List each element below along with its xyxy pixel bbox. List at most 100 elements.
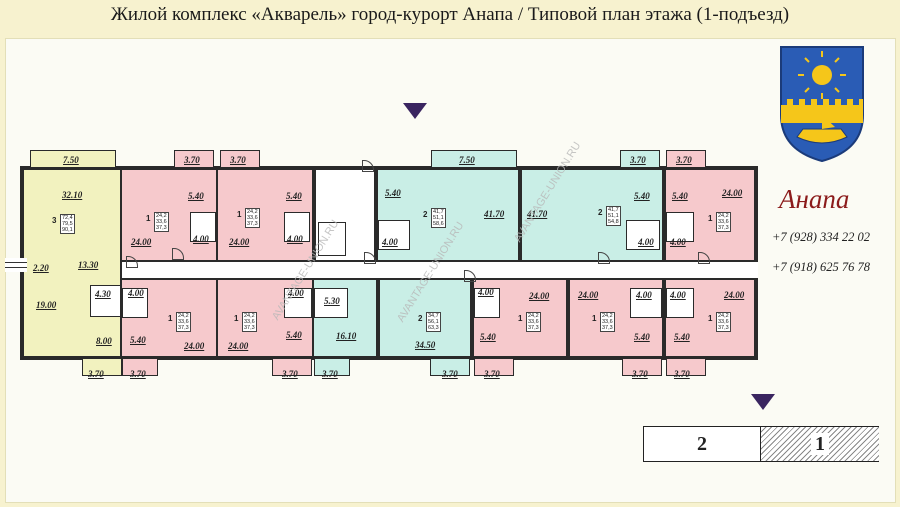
- area-label: 4.00: [382, 237, 398, 247]
- area-label: 2.20: [33, 263, 49, 273]
- area-label: 24.00: [184, 341, 205, 351]
- area-label: 24.00: [229, 237, 250, 247]
- elevator-shaft: [318, 222, 346, 256]
- area-label: 4.00: [670, 237, 686, 247]
- bathroom: [666, 212, 694, 242]
- door-swing-icon: [126, 256, 138, 268]
- stairs: [5, 258, 27, 272]
- balcony: [30, 150, 116, 168]
- area-label: 5.40: [634, 332, 650, 342]
- balcony: [666, 150, 706, 168]
- area-label: 4.00: [478, 287, 494, 297]
- apartment-3-room[interactable]: [22, 168, 122, 358]
- apartment-studio[interactable]: [312, 278, 378, 358]
- area-label: 41.70: [527, 209, 548, 219]
- balcony: [314, 358, 350, 376]
- area-label: 3.70: [88, 369, 104, 379]
- area-label: 5.40: [634, 191, 650, 201]
- balcony: [431, 150, 517, 168]
- area-label: 3.70: [442, 369, 458, 379]
- area-label: 4.00: [288, 288, 304, 298]
- area-label: 3.70: [632, 369, 648, 379]
- area-label: 13.30: [78, 260, 99, 270]
- balcony: [622, 358, 662, 376]
- area-label: 5.40: [672, 191, 688, 201]
- area-label: 34.50: [415, 340, 436, 350]
- section-2[interactable]: 2: [644, 427, 760, 461]
- area-label: 5.40: [130, 335, 146, 345]
- phone-number[interactable]: +7 (928) 334 22 02: [772, 230, 871, 244]
- apartment-2-room[interactable]: [378, 278, 472, 358]
- area-label: 5.40: [286, 191, 302, 201]
- area-label: 5.40: [188, 191, 204, 201]
- area-label: 5.40: [480, 332, 496, 342]
- area-label: 16.10: [336, 331, 357, 341]
- section-legend: 2 1: [643, 426, 879, 462]
- area-label: 5.40: [385, 188, 401, 198]
- area-label: 3.70: [676, 155, 692, 165]
- area-label: 3.70: [630, 155, 646, 165]
- area-label: 3.70: [484, 369, 500, 379]
- balcony: [666, 358, 706, 376]
- entrance-arrow-icon: [403, 103, 427, 119]
- area-label: 8.00: [96, 336, 112, 346]
- bathroom: [666, 288, 694, 318]
- bathroom: [626, 220, 660, 250]
- area-label: 24.00: [529, 291, 550, 301]
- area-label: 4.30: [95, 289, 111, 299]
- area-label: 24.00: [131, 237, 152, 247]
- balcony: [272, 358, 312, 376]
- balcony: [430, 358, 470, 376]
- entrance-arrow-icon: [751, 394, 775, 410]
- door-swing-icon: [698, 252, 710, 264]
- area-label: 32.10: [62, 190, 83, 200]
- apartment-2-room[interactable]: [376, 168, 520, 262]
- area-label: 24.00: [722, 188, 743, 198]
- area-label: 5.40: [674, 332, 690, 342]
- balcony: [474, 358, 514, 376]
- bathroom: [190, 212, 216, 242]
- area-label: 4.00: [193, 234, 209, 244]
- area-label: 4.00: [638, 237, 654, 247]
- area-label: 19.00: [36, 300, 57, 310]
- area-label: 3.70: [674, 369, 690, 379]
- area-label: 7.50: [63, 155, 79, 165]
- area-label: 3.70: [184, 155, 200, 165]
- area-label: 4.00: [128, 288, 144, 298]
- bathroom: [474, 288, 500, 318]
- balcony: [220, 150, 260, 168]
- door-swing-icon: [362, 160, 374, 172]
- coat-of-arms-anapa: [780, 46, 864, 163]
- bathroom: [122, 288, 148, 318]
- area-label: 24.00: [578, 290, 599, 300]
- balcony: [122, 358, 158, 376]
- door-swing-icon: [172, 248, 184, 260]
- area-label: 3.70: [322, 369, 338, 379]
- door-swing-icon: [364, 252, 376, 264]
- door-swing-icon: [464, 270, 476, 282]
- city-name: Анапа: [779, 184, 850, 214]
- area-label: 3.70: [230, 155, 246, 165]
- area-label: 4.00: [636, 290, 652, 300]
- area-label: 3.70: [130, 369, 146, 379]
- page-title: Жилой комплекс «Акварель» город-курорт А…: [110, 4, 790, 25]
- bathroom: [284, 212, 310, 242]
- balcony: [82, 358, 122, 376]
- area-label: 4.00: [670, 290, 686, 300]
- bathroom: [630, 288, 662, 318]
- apartment-1-room[interactable]: [216, 168, 314, 262]
- area-label: 41.70: [484, 209, 505, 219]
- balcony: [620, 150, 660, 168]
- balcony: [174, 150, 214, 168]
- area-label: 24.00: [724, 290, 745, 300]
- section-1[interactable]: 1: [760, 427, 879, 461]
- area-label: 5.40: [286, 330, 302, 340]
- section-1-label: 1: [811, 433, 829, 455]
- bathroom: [314, 288, 348, 318]
- area-label: 4.00: [287, 234, 303, 244]
- door-swing-icon: [598, 252, 610, 264]
- area-label: 24.00: [228, 341, 249, 351]
- area-label: 7.50: [459, 155, 475, 165]
- phone-number[interactable]: +7 (918) 625 76 78: [772, 260, 871, 274]
- bathroom: [284, 288, 312, 318]
